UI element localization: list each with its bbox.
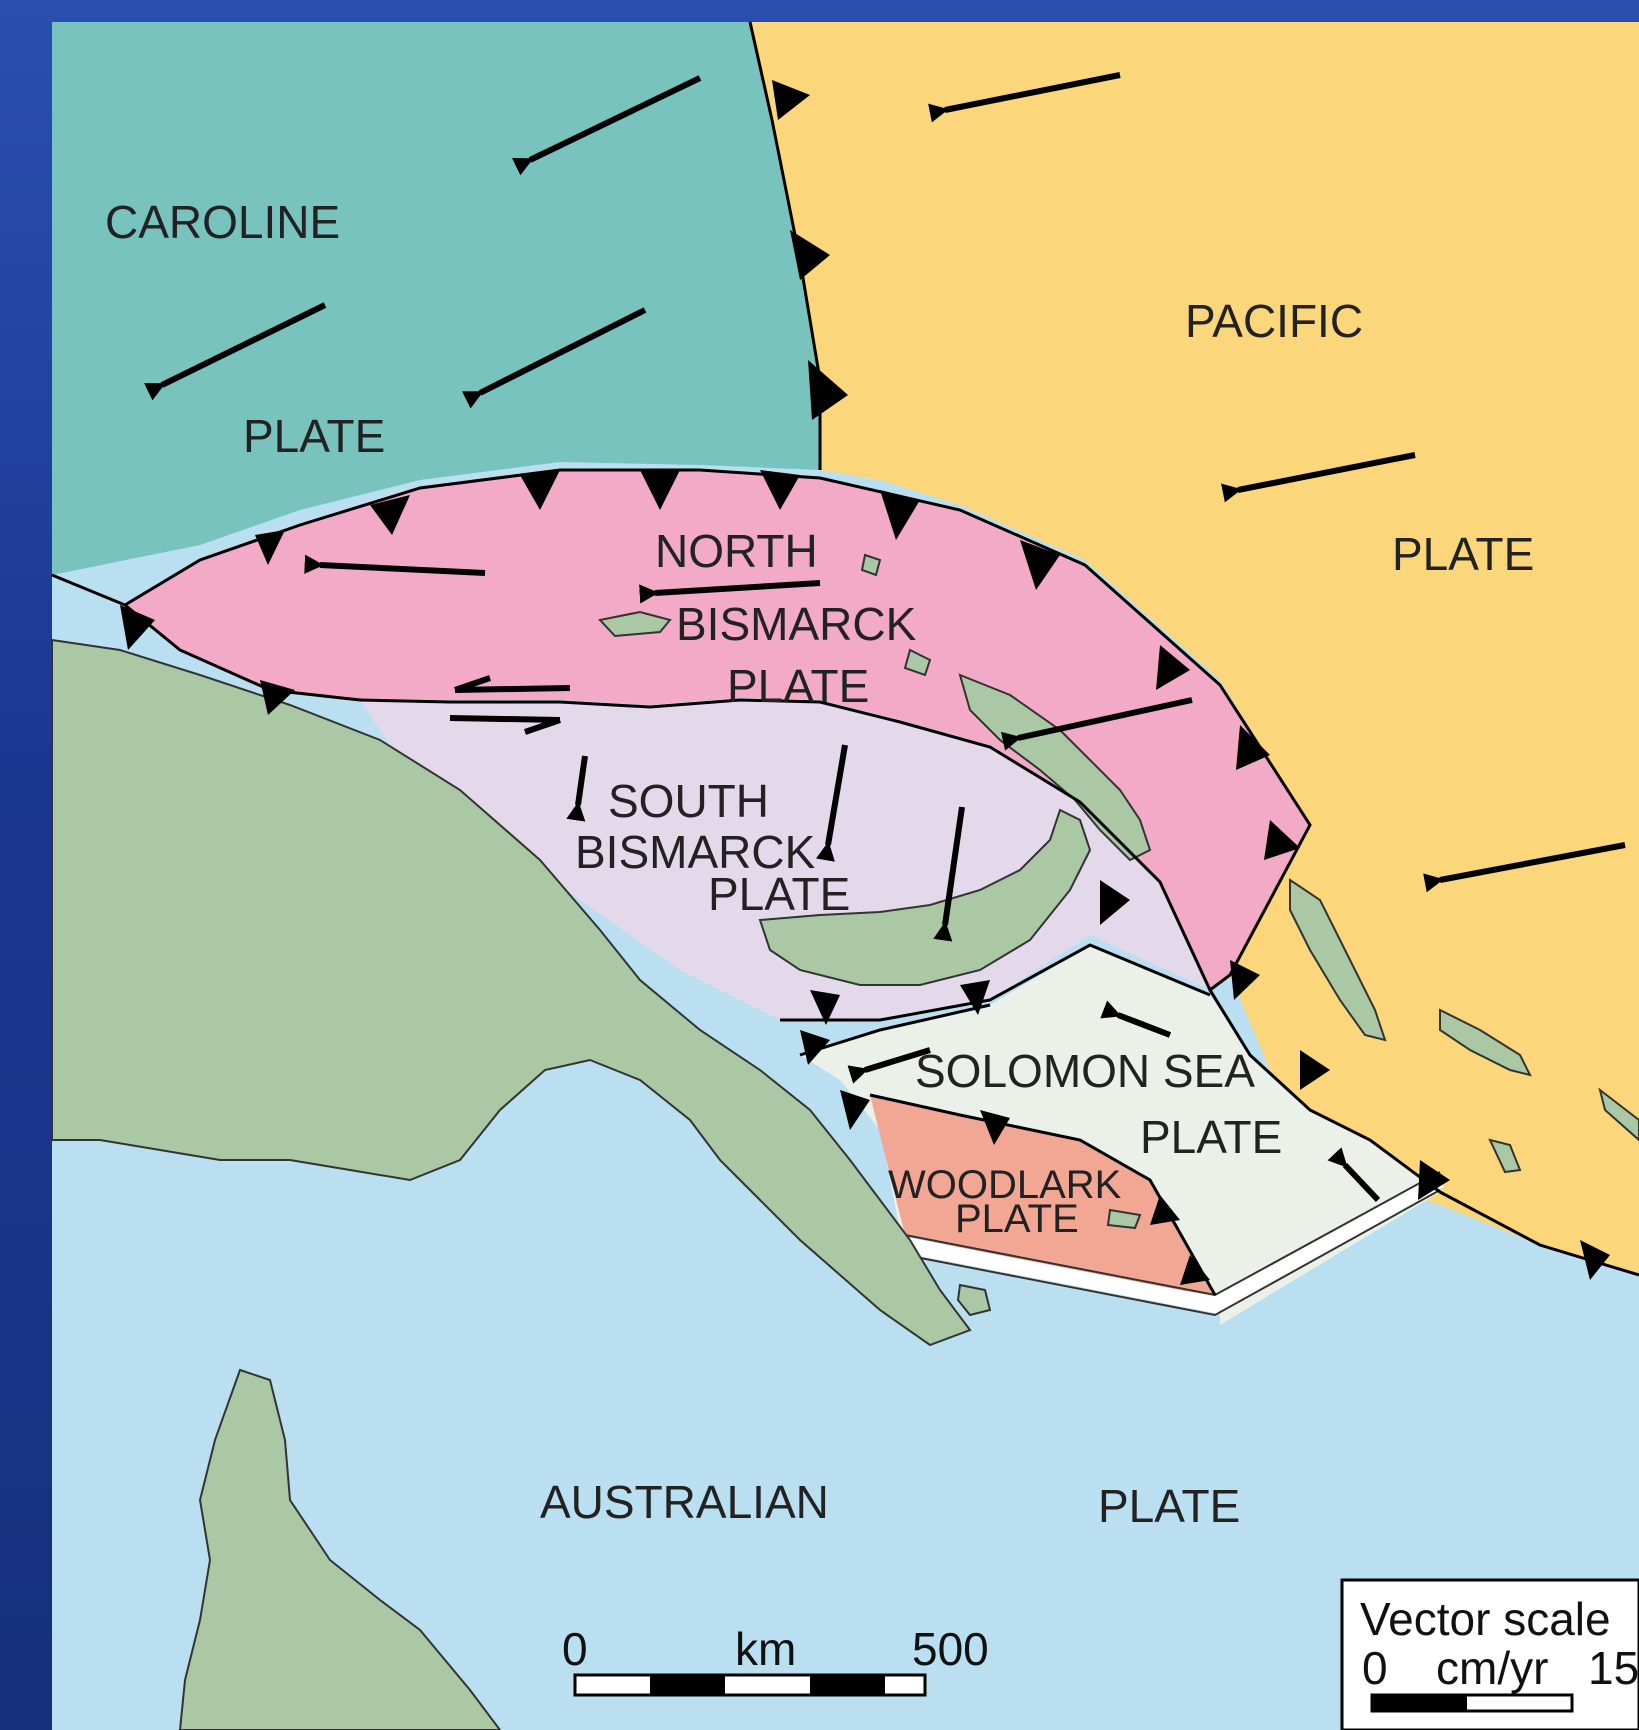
woodlark-island — [1106, 1208, 1142, 1230]
label-south-bismarck-2: BISMARCK — [575, 826, 816, 878]
bougainville-island — [1289, 878, 1387, 1042]
distance-scale-end: 500 — [912, 1623, 989, 1675]
label-solomon-sea-2: PLATE — [1140, 1111, 1282, 1163]
label-south-bismarck-3: PLATE — [708, 868, 850, 920]
north-bismarck-plate — [125, 470, 1310, 990]
d-entrecasteaux-islands — [956, 1283, 992, 1317]
label-australian-2: PLATE — [1098, 1480, 1240, 1532]
vector-scale-title: Vector scale — [1360, 1593, 1611, 1645]
solomon-island-2 — [1488, 1138, 1522, 1174]
label-north-bismarck-2: BISMARCK — [676, 598, 917, 650]
vector-scale-end: 15 — [1588, 1642, 1639, 1694]
new-britain-island — [758, 808, 1092, 986]
transform-fault-arrows — [449, 675, 571, 735]
label-solomon-sea-1: SOLOMON SEA — [915, 1045, 1255, 1097]
plate-motion-vectors — [143, 72, 1626, 1203]
label-pacific-2: PLATE — [1392, 528, 1534, 580]
label-woodlark-1: WOODLARK — [888, 1163, 1122, 1207]
label-north-bismarck-3: PLATE — [727, 660, 869, 712]
pacific-plate — [750, 22, 1639, 1275]
label-pacific-1: PACIFIC — [1185, 295, 1363, 347]
distance-scale-start: 0 — [562, 1623, 588, 1675]
spreading-ridge — [903, 1173, 1444, 1314]
label-north-bismarck-1: NORTH — [655, 525, 818, 577]
plate-labels: CAROLINE PLATE PACIFIC PLATE NORTH BISMA… — [105, 196, 1534, 1532]
vector-scale-legend: Vector scale 0 cm/yr 15 — [1340, 1578, 1639, 1730]
vector-scale-start: 0 — [1362, 1642, 1388, 1694]
distance-scale-bar: 0 km 500 — [562, 1623, 989, 1697]
manus-island — [598, 610, 672, 638]
label-australian-1: AUSTRALIAN — [540, 1476, 829, 1528]
label-woodlark-2: PLATE — [955, 1197, 1079, 1241]
label-caroline-1: CAROLINE — [105, 196, 340, 248]
solomon-island-1 — [1439, 1008, 1532, 1077]
new-guinea-landmass — [51, 638, 972, 1347]
north-bismarck-islet-2 — [860, 553, 882, 577]
label-caroline-2: PLATE — [243, 410, 385, 462]
vector-scale-unit: cm/yr — [1436, 1642, 1548, 1694]
caroline-plate — [52, 22, 820, 575]
label-south-bismarck-1: SOUTH — [608, 775, 769, 827]
subduction-teeth — [120, 80, 1610, 1285]
cape-york-landmass — [178, 1368, 502, 1730]
distance-scale-unit: km — [735, 1623, 796, 1675]
solomon-island-3 — [1598, 1087, 1639, 1142]
north-bismarck-islet — [903, 648, 932, 677]
